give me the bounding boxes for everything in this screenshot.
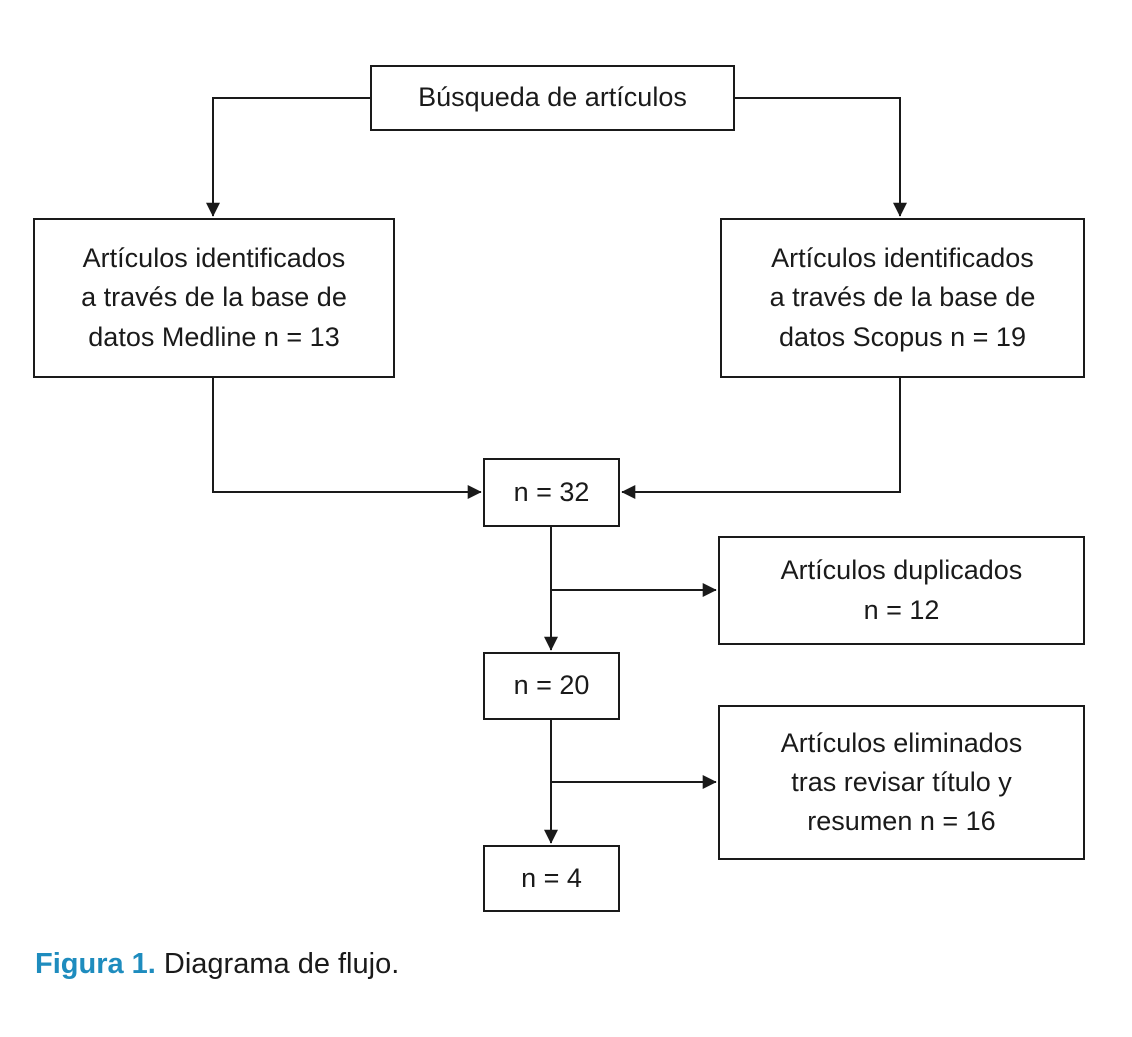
connector-scopus-to-n32 <box>621 378 901 499</box>
node-search: Búsqueda de artículos <box>370 65 735 131</box>
node-scopus-identified: Artículos identificados a través de la b… <box>720 218 1085 378</box>
connector-search-to-scopus <box>735 97 907 217</box>
node-n20: n = 20 <box>483 652 620 720</box>
figure-caption: Figura 1. Diagrama de flujo. <box>35 948 399 981</box>
node-n4: n = 4 <box>483 845 620 912</box>
figure-caption-text: Diagrama de flujo. <box>155 948 400 980</box>
connector-search-to-medline <box>206 97 370 217</box>
node-removed-after-review: Artículos eliminados tras revisar título… <box>718 705 1085 860</box>
node-medline-identified: Artículos identificados a través de la b… <box>33 218 395 378</box>
figure-caption-label: Figura 1. <box>35 948 156 980</box>
connector-medline-to-n32 <box>212 378 482 499</box>
node-n32: n = 32 <box>483 458 620 527</box>
node-duplicates: Artículos duplicados n = 12 <box>718 536 1085 645</box>
